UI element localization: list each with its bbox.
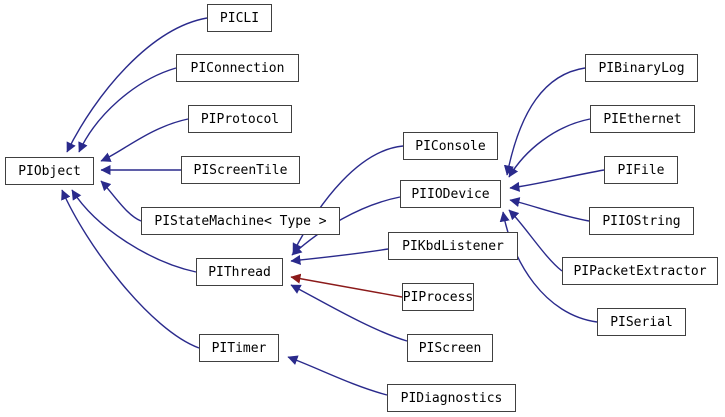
node-label: PIProtocol xyxy=(200,111,280,127)
node-piethernet[interactable]: PIEthernet xyxy=(590,105,695,133)
node-label: PIConnection xyxy=(190,60,285,76)
edge-pidiagnostics-to-pitimer xyxy=(287,355,388,396)
node-label: PIScreenTile xyxy=(193,162,288,178)
node-piscreentile[interactable]: PIScreenTile xyxy=(181,156,300,184)
edge-picli-to-piobject xyxy=(66,17,208,153)
node-pithread[interactable]: PIThread xyxy=(196,258,283,286)
edge-piprocess-to-pithread xyxy=(290,273,403,298)
node-piprotocol[interactable]: PIProtocol xyxy=(188,105,292,133)
node-piiostring[interactable]: PIIOString xyxy=(589,207,694,235)
node-label: PIStateMachine< Type > xyxy=(154,213,327,229)
node-piconnection[interactable]: PIConnection xyxy=(176,54,299,82)
node-label: PIProcess xyxy=(402,289,474,305)
node-label: PIScreen xyxy=(418,340,482,356)
edge-piprotocol-to-piobject xyxy=(100,118,189,162)
node-label: PIBinaryLog xyxy=(598,60,685,76)
node-label: PISerial xyxy=(610,314,673,330)
node-label: PITimer xyxy=(211,340,267,356)
edge-piiostring-to-piiodevice xyxy=(509,197,590,222)
node-piserial[interactable]: PISerial xyxy=(597,308,686,336)
usage-edges xyxy=(290,273,403,298)
node-pibinarylog[interactable]: PIBinaryLog xyxy=(585,54,698,82)
node-label: PIEthernet xyxy=(603,111,682,127)
node-label: PIDiagnostics xyxy=(400,390,503,406)
edge-pifile-to-piiodevice xyxy=(509,169,605,192)
edge-piscreen-to-pithread xyxy=(290,284,408,342)
node-pidiagnostics[interactable]: PIDiagnostics xyxy=(387,384,516,412)
edge-piconnection-to-piobject xyxy=(78,67,177,153)
node-label: PIObject xyxy=(18,163,81,179)
node-pitimer[interactable]: PITimer xyxy=(199,334,279,362)
node-label: PIConsole xyxy=(415,138,486,154)
node-label: PIPacketExtractor xyxy=(573,263,707,279)
node-pikbdlistener[interactable]: PIKbdListener xyxy=(388,232,518,260)
node-label: PIThread xyxy=(208,264,271,280)
node-label: PIFile xyxy=(617,162,665,178)
node-label: PIKbdListener xyxy=(402,238,504,254)
node-piprocess[interactable]: PIProcess xyxy=(402,283,474,311)
edge-pibinarylog-to-piiodevice xyxy=(503,67,586,176)
edge-pistatemachine-to-piobject xyxy=(100,180,142,222)
edge-piconsole-to-pithread xyxy=(292,145,404,254)
node-picli[interactable]: PICLI xyxy=(207,4,272,32)
node-pistatemachine[interactable]: PIStateMachine< Type > xyxy=(141,207,340,235)
node-label: PIIOString xyxy=(602,213,681,229)
node-piiodevice[interactable]: PIIODevice xyxy=(400,180,501,208)
node-piobject[interactable]: PIObject xyxy=(5,157,94,185)
node-label: PICLI xyxy=(219,10,260,26)
node-label: PIIODevice xyxy=(411,186,490,202)
node-piscreen[interactable]: PIScreen xyxy=(407,334,493,362)
edge-piethernet-to-piiodevice xyxy=(508,118,591,178)
node-piconsole[interactable]: PIConsole xyxy=(403,132,498,160)
edge-pikbdlistener-to-pithread xyxy=(290,248,389,265)
node-pifile[interactable]: PIFile xyxy=(604,156,678,184)
node-pipacketextractor[interactable]: PIPacketExtractor xyxy=(562,257,718,285)
